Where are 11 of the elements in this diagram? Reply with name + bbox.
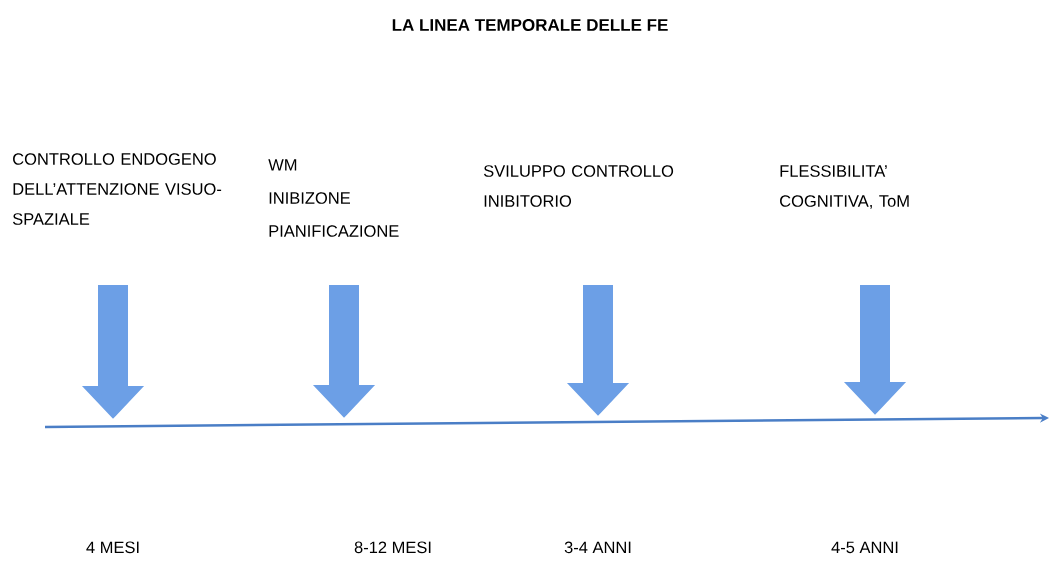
time-label: 8-12 MESI <box>354 541 431 554</box>
milestone-text: INIBIZONE <box>269 192 350 204</box>
title: LA LINEA TEMPORALE DELLE FE <box>392 18 668 31</box>
milestone-text: CONTROLLO ENDOGENO DELL’ATTENZIONE VISUO-SPAZIALE <box>12 153 222 225</box>
milestone-text: FLESSIBILITA’ COGNITIVA, ToM <box>780 165 909 209</box>
time-label: 4 MESI <box>86 541 139 554</box>
milestone-text: SVILUPPO CONTROLLO INIBITORIO <box>483 165 674 207</box>
milestone-text: PIANIFICAZIONE <box>269 225 399 237</box>
milestone-text: WM <box>268 159 297 171</box>
time-label: 4-5 ANNI <box>831 541 898 554</box>
time-label: 3-4 ANNI <box>564 541 631 554</box>
